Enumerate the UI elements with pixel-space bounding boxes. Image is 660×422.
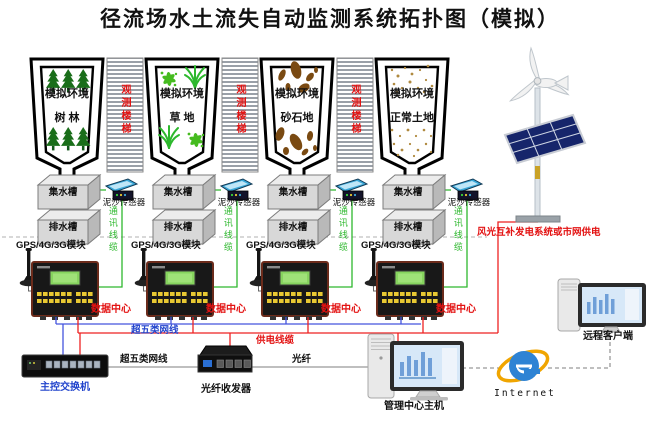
sensor-label-3: 泥沙传感器 xyxy=(332,197,376,207)
collector-label-4: 集水槽 xyxy=(393,187,423,198)
gps-module-label-4: GPS/4G/3G模块 xyxy=(361,240,431,251)
power-system-label: 风光互补发电系统或市网供电 xyxy=(477,227,601,238)
main-switch xyxy=(21,354,109,378)
datacenter-label-1: 数据中心 xyxy=(91,304,131,315)
env-label-4: 模拟环境 xyxy=(390,88,434,100)
datacenter-label-3: 数据中心 xyxy=(321,304,361,315)
sensor-label-2: 泥沙传感器 xyxy=(217,197,261,207)
cat5-bus-label: 超五类网线 xyxy=(131,325,179,336)
internet-icon xyxy=(496,349,550,383)
cat5-segment-label: 超五类网线 xyxy=(120,354,168,365)
solar-panel-icon xyxy=(503,113,587,165)
cat5-bus-lines xyxy=(55,317,421,355)
transceiver-label: 光纤收发器 xyxy=(201,384,251,395)
sensor-label-4: 泥沙传感器 xyxy=(447,197,491,207)
env-type-grass: 草 地 xyxy=(169,112,195,124)
monitoring-units-graphics xyxy=(19,174,483,321)
fiber-transceiver xyxy=(197,345,253,373)
env-label-1: 模拟环境 xyxy=(45,88,89,100)
stair-label-3: 观测楼梯 xyxy=(349,84,360,136)
drain-label-3: 排水槽 xyxy=(278,222,308,233)
env-label-3: 模拟环境 xyxy=(275,88,319,100)
stair-label-1: 观测楼梯 xyxy=(119,84,130,136)
wind-turbine-icon xyxy=(508,46,570,102)
drain-label-1: 排水槽 xyxy=(48,222,78,233)
datacenter-label-2: 数据中心 xyxy=(206,304,246,315)
host-label: 管理中心主机 xyxy=(384,401,444,412)
gps-module-label-3: GPS/4G/3G模块 xyxy=(246,240,316,251)
datacenter-label-4: 数据中心 xyxy=(436,304,476,315)
comm-cable-lines xyxy=(98,189,468,288)
management-host xyxy=(367,333,464,401)
simulation-panel-soil xyxy=(374,57,450,180)
comm-cable-label-2: 通讯线缆 xyxy=(222,206,233,254)
power-pole xyxy=(503,46,587,223)
sensor-label-1: 泥沙传感器 xyxy=(102,197,146,207)
page-title: 径流场水土流失自动监测系统拓扑图（模拟） xyxy=(100,7,560,31)
switch-label: 主控交换机 xyxy=(40,382,90,393)
gps-module-label-2: GPS/4G/3G模块 xyxy=(131,240,201,251)
env-type-soil: 正常土地 xyxy=(390,112,434,124)
bottom-links xyxy=(108,342,611,369)
power-bus-label: 供电线缆 xyxy=(256,335,295,346)
collector-label-3: 集水槽 xyxy=(278,187,308,198)
gps-module-label-1: GPS/4G/3G模块 xyxy=(16,240,86,251)
drain-label-2: 排水槽 xyxy=(163,222,193,233)
env-type-forest: 树 林 xyxy=(54,112,80,124)
comm-cable-label-1: 通讯线缆 xyxy=(107,206,118,254)
internet-label: Internet xyxy=(494,388,556,399)
stair-columns xyxy=(106,57,374,173)
collector-label-2: 集水槽 xyxy=(163,187,193,198)
env-label-2: 模拟环境 xyxy=(160,88,204,100)
simulation-panel-gravel xyxy=(259,57,335,180)
comm-cable-label-3: 通讯线缆 xyxy=(337,206,348,254)
fiber-label: 光纤 xyxy=(292,354,312,365)
drain-label-4: 排水槽 xyxy=(393,222,423,233)
stair-label-2: 观测楼梯 xyxy=(234,84,245,136)
remote-client-label: 远程客户端 xyxy=(583,331,633,342)
env-type-gravel: 砂石地 xyxy=(280,112,314,124)
remote-client xyxy=(557,278,646,333)
comm-cable-label-4: 通讯线缆 xyxy=(452,206,463,254)
collector-label-1: 集水槽 xyxy=(48,187,78,198)
